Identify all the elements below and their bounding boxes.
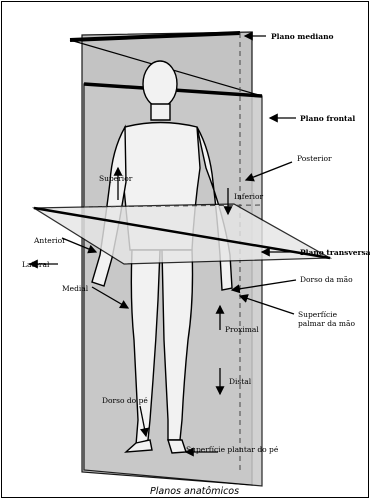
label-inferior: Inferior [234, 192, 264, 201]
label-anterior: Anterior [33, 236, 66, 245]
label-proximal: Proximal [225, 325, 259, 334]
label-plano-frontal: Plano frontal [300, 114, 355, 123]
label-superficie-plantar: Superfície plantar do pé [186, 445, 279, 454]
figure-right-foot [168, 440, 186, 453]
label-superficie-palmar-2: palmar da mão [298, 319, 355, 328]
figure-head [143, 61, 177, 107]
label-dorso-da-mao: Dorso da mão [300, 275, 353, 284]
label-medial: Medial [62, 284, 89, 293]
caption: Planos anatômicos [150, 486, 239, 497]
label-lateral: Lateral [22, 260, 50, 269]
label-posterior: Posterior [297, 154, 332, 163]
label-superficie-palmar-1: Superfície [298, 310, 338, 319]
label-plano-transversal: Plano transversal [300, 248, 370, 257]
label-dorso-do-pe: Dorso do pé [102, 396, 148, 405]
label-distal: Distal [229, 377, 252, 386]
label-superior: Superior [99, 174, 133, 183]
label-plano-mediano: Plano mediano [271, 32, 334, 41]
figure-neck [151, 104, 170, 120]
